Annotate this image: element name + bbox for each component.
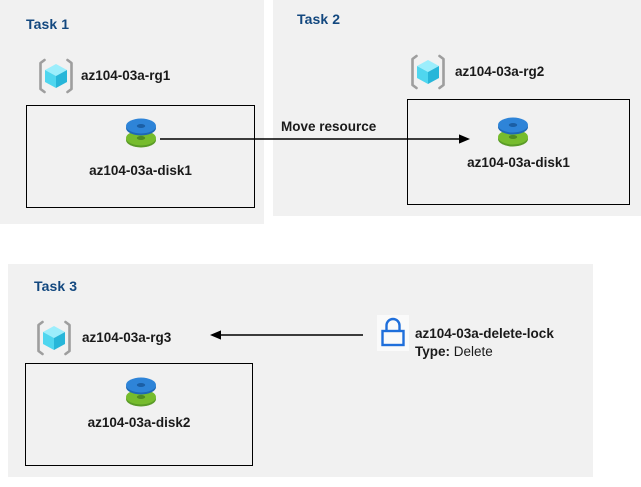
move-resource-label: Move resource bbox=[281, 119, 377, 134]
panel-task-2 bbox=[273, 0, 641, 216]
disk-label-task-2: az104-03a-disk1 bbox=[467, 155, 570, 170]
panel-task-1 bbox=[0, 0, 264, 224]
resource-box-task-1 bbox=[26, 105, 255, 208]
lock-name-label: az104-03a-delete-lock bbox=[415, 326, 554, 341]
lock-type-label: Type: Delete bbox=[415, 344, 493, 359]
disk-label-task-1: az104-03a-disk1 bbox=[89, 163, 192, 178]
padlock-icon bbox=[377, 315, 409, 351]
lock-type-key: Type: bbox=[415, 344, 451, 359]
resource-group-label-task-3: az104-03a-rg3 bbox=[82, 330, 172, 345]
resource-group-cube-icon bbox=[36, 56, 76, 96]
disk-icon bbox=[119, 113, 163, 155]
resource-group-label-task-1: az104-03a-rg1 bbox=[81, 68, 171, 83]
panel-title-task-1: Task 1 bbox=[26, 16, 70, 32]
resource-group-cube-icon bbox=[34, 318, 74, 358]
panel-title-task-2: Task 2 bbox=[297, 11, 341, 27]
disk-icon bbox=[119, 372, 163, 414]
lock-applies-to-arrow bbox=[210, 330, 363, 340]
move-resource-arrow bbox=[160, 134, 470, 144]
disk-label-task-3: az104-03a-disk2 bbox=[87, 415, 191, 430]
resource-box-task-3 bbox=[25, 363, 253, 466]
lock-type-value: Delete bbox=[453, 344, 493, 359]
panel-title-task-3: Task 3 bbox=[34, 278, 78, 294]
resource-group-cube-icon bbox=[408, 52, 448, 92]
resource-box-task-2 bbox=[407, 99, 630, 205]
panel-task-3 bbox=[8, 264, 593, 477]
resource-group-label-task-2: az104-03a-rg2 bbox=[455, 64, 545, 79]
disk-icon bbox=[491, 112, 535, 154]
